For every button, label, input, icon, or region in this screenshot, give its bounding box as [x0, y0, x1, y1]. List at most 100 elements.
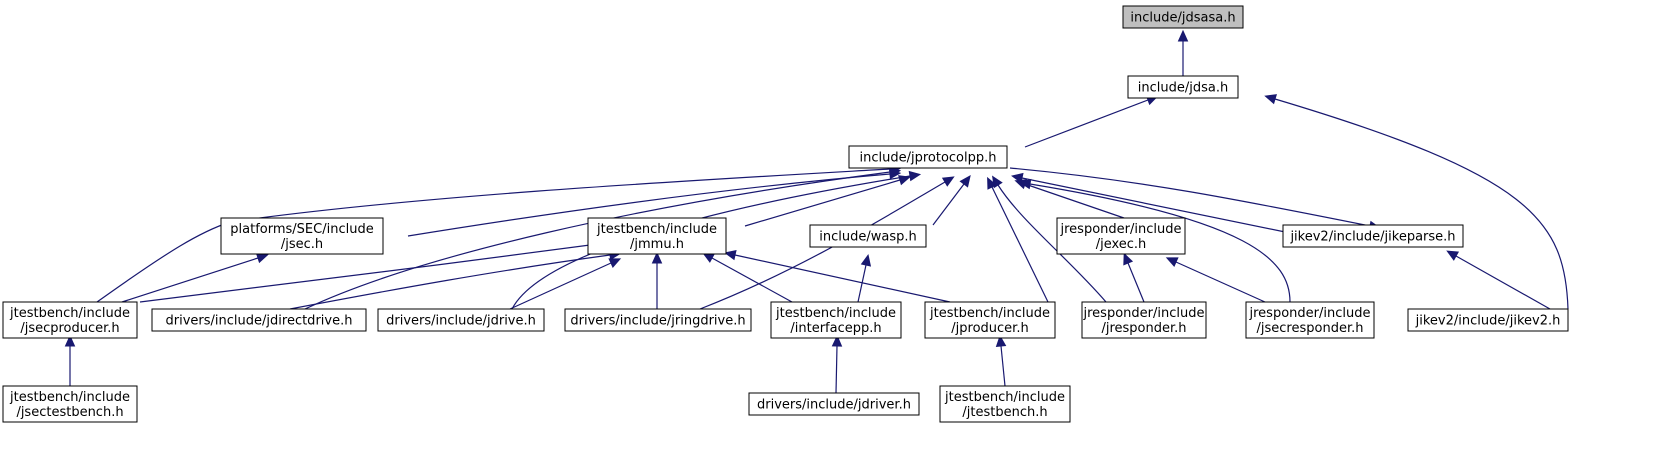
arrowhead-icon	[959, 175, 971, 188]
edge-jdsa-to-jdsasa	[1177, 29, 1189, 76]
edge-jsectestbench-to-jsecproducer	[64, 334, 76, 386]
node-jtestbench[interactable]: jtestbench/include/jtestbench.h	[939, 385, 1071, 423]
node-label: include/wasp.h	[819, 230, 916, 245]
edge-line	[1274, 98, 1569, 310]
node-label: /jmmu.h	[630, 237, 684, 252]
node-label: /jexec.h	[1096, 237, 1147, 252]
edge-jringdrive-to-jmmu	[651, 251, 663, 309]
node-label: platforms/SEC/include	[230, 222, 373, 237]
edges-layer	[64, 29, 1569, 394]
node-label: include/jdsa.h	[1138, 81, 1228, 96]
node-box	[377, 308, 545, 332]
node-label: jtestbench/include	[775, 306, 896, 321]
edge-line	[991, 186, 1049, 303]
node-label: jresponder/include	[1083, 306, 1205, 321]
edge-jikev2-to-jdsa	[1264, 94, 1569, 310]
edge-line	[1000, 345, 1006, 387]
edge-line	[1029, 183, 1291, 303]
node-jringdrive[interactable]: drivers/include/jringdrive.h	[564, 308, 752, 332]
node-jexec[interactable]: jresponder/include/jexec.h	[1056, 217, 1186, 255]
edge-line	[1024, 99, 1149, 148]
node-label: include/jdsasa.h	[1130, 11, 1235, 26]
edge-jikev2-to-jikeparse	[1446, 250, 1551, 310]
node-box	[587, 217, 727, 255]
edge-line	[744, 179, 901, 227]
arrowhead-icon	[1446, 250, 1460, 261]
edge-line	[734, 254, 951, 303]
node-jikeparse[interactable]: jikev2/include/jikeparse.h	[1282, 224, 1464, 248]
edge-line	[139, 244, 591, 303]
edge-line	[932, 183, 965, 226]
node-label: jtestbench/include	[9, 390, 130, 405]
edge-line	[711, 257, 793, 303]
node-box	[748, 392, 920, 416]
node-box	[770, 301, 902, 339]
node-label: /jresponder.h	[1101, 321, 1186, 336]
edge-line	[509, 262, 612, 310]
node-jdrive[interactable]: drivers/include/jdrive.h	[377, 308, 545, 332]
node-label: jtestbench/include	[929, 306, 1050, 321]
node-box	[924, 301, 1056, 339]
edge-line	[857, 264, 867, 303]
edge-line	[121, 257, 259, 303]
node-jresponder[interactable]: jresponder/include/jresponder.h	[1081, 301, 1207, 339]
node-jproducer[interactable]: jtestbench/include/jproducer.h	[924, 301, 1056, 339]
arrowhead-icon	[995, 334, 1007, 348]
node-jmmu[interactable]: jtestbench/include/jmmu.h	[587, 217, 727, 255]
edge-line	[304, 171, 891, 310]
node-label: jtestbench/include	[596, 222, 717, 237]
edge-line	[289, 254, 611, 310]
edge-line	[96, 168, 891, 303]
node-box	[1127, 75, 1239, 99]
edge-interfacepp-to-wasp	[857, 254, 872, 303]
edge-jprotocolpp-to-jdsa	[1024, 95, 1159, 148]
node-box	[1245, 301, 1375, 339]
arrowhead-icon	[1018, 178, 1032, 190]
edge-jdirectdrive-to-jprotocolpp	[304, 166, 902, 310]
arrowhead-icon	[1011, 172, 1024, 184]
node-label: drivers/include/jringdrive.h	[570, 314, 745, 329]
node-jsectestbench[interactable]: jtestbench/include/jsectestbench.h	[2, 385, 138, 423]
node-label: jikev2/include/jikev2.h	[1415, 314, 1561, 329]
edge-jtestbench-to-jproducer	[995, 334, 1007, 387]
edge-jikeparse-to-jprotocolpp	[1011, 172, 1291, 234]
node-wasp[interactable]: include/wasp.h	[809, 224, 927, 248]
arrowhead-icon	[1177, 29, 1189, 42]
node-jdriver[interactable]: drivers/include/jdriver.h	[748, 392, 920, 416]
edge-line	[1021, 177, 1291, 234]
node-box	[2, 385, 138, 423]
node-label: jikev2/include/jikeparse.h	[1289, 230, 1455, 245]
node-jsecproducer[interactable]: jtestbench/include/jsecproducer.h	[2, 301, 138, 339]
arrowhead-icon	[908, 170, 922, 182]
node-label: jresponder/include	[1060, 222, 1182, 237]
arrowhead-icon	[1123, 252, 1134, 266]
node-box	[809, 224, 927, 248]
node-jdirectdrive[interactable]: drivers/include/jdirectdrive.h	[151, 308, 367, 332]
node-label: /jtestbench.h	[962, 405, 1047, 420]
arrowhead-icon	[860, 254, 872, 267]
node-label: /jsecresponder.h	[1257, 321, 1364, 336]
arrowhead-icon	[1165, 257, 1179, 268]
node-jsecresponder[interactable]: jresponder/include/jsecresponder.h	[1245, 301, 1375, 339]
node-jdsa[interactable]: include/jdsa.h	[1127, 75, 1239, 99]
node-interfacepp[interactable]: jtestbench/include/interfacepp.h	[770, 301, 902, 339]
node-box	[564, 308, 752, 332]
node-label: include/jprotocolpp.h	[860, 151, 997, 166]
node-jprotocolpp[interactable]: include/jprotocolpp.h	[848, 145, 1008, 169]
node-jdsasa[interactable]: include/jdsasa.h	[1122, 5, 1244, 29]
arrowhead-icon	[1264, 94, 1277, 105]
edge-wasp-to-jprotocolpp	[932, 175, 971, 226]
node-jsec[interactable]: platforms/SEC/include/jsec.h	[220, 217, 384, 255]
arrowhead-icon	[724, 249, 737, 261]
node-label: /interfacepp.h	[790, 321, 881, 336]
arrowhead-icon	[255, 253, 269, 264]
edge-jproducer-to-jprotocolpp	[987, 176, 1049, 303]
edge-line	[835, 345, 838, 394]
arrowhead-icon	[992, 175, 1003, 189]
edge-line	[1175, 261, 1266, 303]
edge-line	[1455, 255, 1551, 310]
edge-interfacepp-to-jmmu	[702, 252, 793, 303]
node-jikev2[interactable]: jikev2/include/jikev2.h	[1407, 308, 1569, 332]
node-box	[848, 145, 1008, 169]
